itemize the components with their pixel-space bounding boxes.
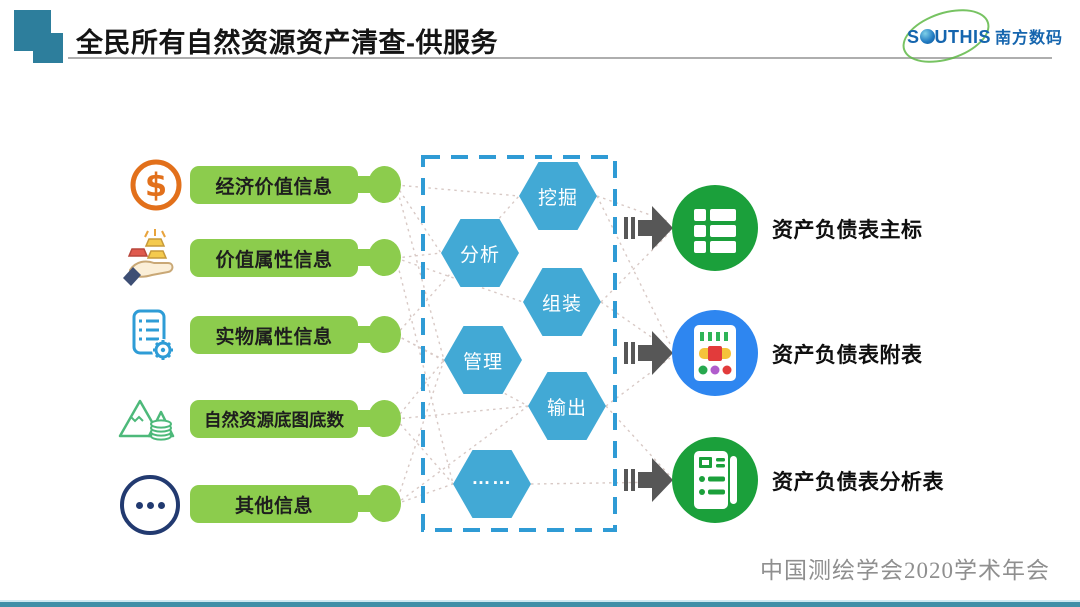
flow-arrows xyxy=(624,206,673,502)
money-icon: $ xyxy=(130,159,182,211)
bar-knob xyxy=(368,400,401,437)
bar-connector xyxy=(355,410,371,427)
output-circle-main-table xyxy=(672,185,758,271)
output-circle-analysis-table xyxy=(672,437,758,523)
process-dashed-box xyxy=(421,155,617,532)
output-circle-appendix-table xyxy=(672,310,758,396)
hexagon-management: 管理 xyxy=(444,326,522,394)
hand-coins-icon xyxy=(123,229,174,286)
bar-connector xyxy=(355,326,371,343)
input-label: 价值属性信息 xyxy=(190,239,358,277)
title-underline xyxy=(68,57,1052,59)
arrow-icon xyxy=(624,458,673,502)
chart-icon xyxy=(694,325,736,381)
hexagon-assembly: 组装 xyxy=(523,268,601,336)
input-label: 实物属性信息 xyxy=(190,316,358,354)
report-icon xyxy=(694,451,737,509)
input-label: 经济价值信息 xyxy=(190,166,358,204)
bottom-accent-bar xyxy=(0,599,1080,607)
bar-connector xyxy=(355,249,371,266)
dotted-connectors xyxy=(395,184,671,505)
bar-connector xyxy=(355,176,371,193)
hexagon-more: …… xyxy=(453,450,531,518)
bar-knob xyxy=(368,239,401,276)
output-label: 资产负债表附表 xyxy=(772,344,923,367)
bar-knob xyxy=(368,316,401,353)
output-label: 资产负债表分析表 xyxy=(772,471,944,494)
arrow-icon xyxy=(624,331,673,375)
hexagon-output: 输出 xyxy=(528,372,606,440)
output-label: 资产负债表主标 xyxy=(772,219,923,242)
bar-knob xyxy=(368,166,401,203)
bar-connector xyxy=(355,495,371,512)
title-accent-square-small xyxy=(33,33,63,63)
logo-chinese-name: 南方数码 xyxy=(995,30,1064,47)
table-icon xyxy=(694,209,736,253)
svg-text:$: $ xyxy=(145,166,167,204)
page-title: 全民所有自然资源资产清查-供服务 xyxy=(76,28,498,58)
ellipsis-circle-icon xyxy=(120,475,180,535)
document-gear-icon xyxy=(132,309,174,361)
arrow-icon xyxy=(624,206,673,250)
bar-knob xyxy=(368,485,401,522)
mountains-coins-icon xyxy=(118,399,175,441)
conference-caption: 中国测绘学会2020学术年会 xyxy=(760,558,1050,583)
logo-globe-icon xyxy=(919,29,935,44)
input-label: 自然资源底图底数 xyxy=(190,400,358,438)
input-label: 其他信息 xyxy=(190,485,358,523)
